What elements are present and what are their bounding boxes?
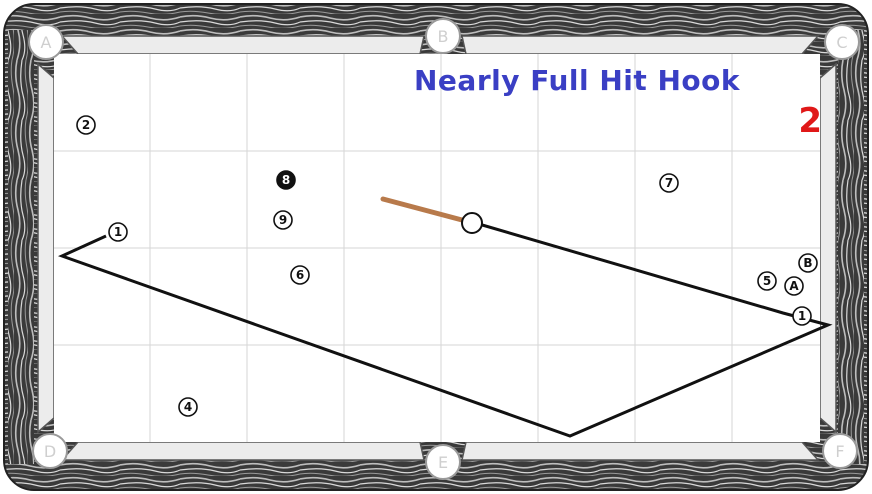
rail-bottom-left [60,441,425,461]
ball-1-left-label: 1 [114,225,122,239]
pocket-b: B [425,18,461,54]
ball-2: 2 [76,115,96,135]
ball-7: 7 [659,173,679,193]
ball-2-label: 2 [82,118,90,132]
pocket-c-label: C [836,33,847,52]
ball-9-label: 9 [279,213,287,227]
pocket-b-label: B [438,27,449,46]
rail-right [819,62,837,434]
pocket-d-label: D [44,442,56,461]
cue-ball [461,212,483,234]
pocket-e: E [425,444,461,480]
pocket-a-label: A [41,33,52,52]
pockets: A B C D E F [28,18,860,480]
ball-b-label: B [803,256,812,270]
rail-top-left [60,35,425,55]
object-balls: 2 8 9 1 6 7 B 5 A 1 4 [76,115,818,417]
diamond-grid [54,54,820,442]
ball-9: 9 [273,210,293,230]
cue-ball-path [57,220,833,438]
ball-8: 8 [276,170,296,190]
ball-a: A [784,276,804,296]
ball-5: 5 [757,271,777,291]
ball-5-label: 5 [763,274,771,288]
pocket-f: F [822,433,858,469]
rail-top-right [461,35,820,55]
ball-6-label: 6 [296,268,304,282]
ball-4: 4 [178,397,198,417]
rail-left [37,62,55,434]
ball-1-left: 1 [108,222,128,242]
ball-1-right-label: 1 [798,309,806,323]
ball-6: 6 [290,265,310,285]
diagram-number: 2 [798,101,822,141]
pocket-e-label: E [438,453,448,472]
ball-1-right: 1 [792,306,812,326]
pocket-f-label: F [835,442,844,461]
pocket-c: C [824,24,860,60]
ball-7-label: 7 [665,176,673,190]
diagram-title: Nearly Full Hit Hook [414,64,741,97]
cue-stick [380,196,465,223]
ball-a-label: A [789,279,799,293]
pocket-d: D [32,433,68,469]
ball-b: B [798,253,818,273]
rail-bottom-right [461,441,820,461]
pocket-a: A [28,24,64,60]
ball-4-label: 4 [184,400,192,414]
ball-8-label: 8 [282,173,290,187]
